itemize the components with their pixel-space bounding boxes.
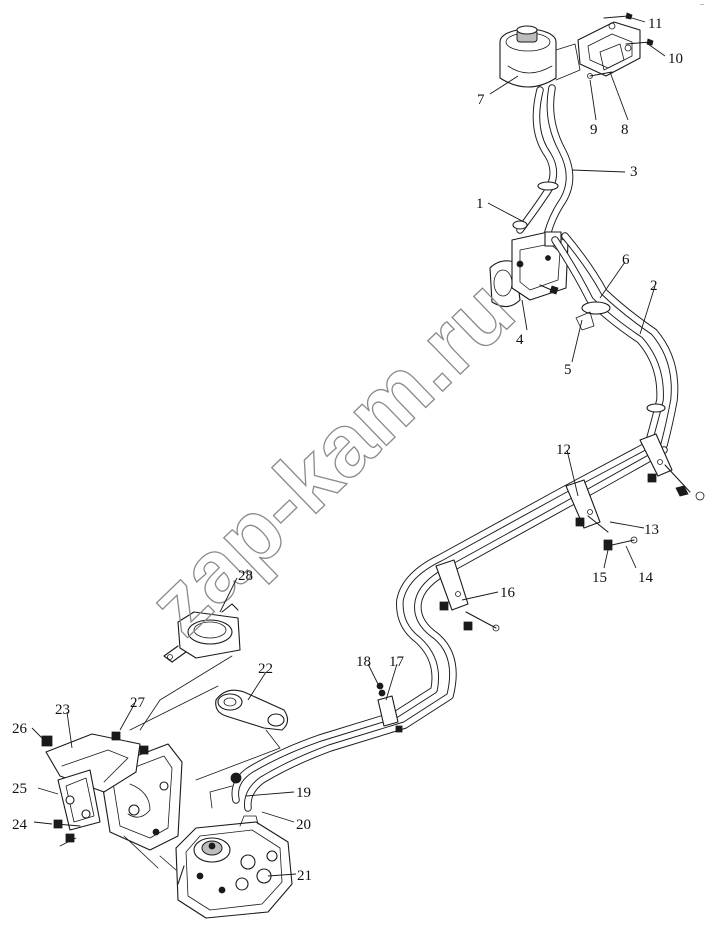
pitman-arm bbox=[215, 689, 289, 731]
callout-19: 19 bbox=[296, 785, 311, 801]
leader-lines bbox=[31, 17, 666, 877]
callout-28: 28 bbox=[238, 568, 253, 584]
hose-clamp bbox=[163, 603, 241, 663]
callout-24: 24 bbox=[12, 817, 28, 833]
callout-16: 16 bbox=[500, 585, 516, 601]
callout-1: 1 bbox=[476, 196, 484, 212]
corner-mark: ¯ bbox=[699, 4, 704, 12]
callout-25: 25 bbox=[12, 781, 27, 797]
callout-9: 9 bbox=[590, 122, 598, 138]
callout-18: 18 bbox=[356, 654, 371, 670]
reservoir-tank bbox=[499, 25, 581, 88]
callout-4: 4 bbox=[516, 332, 524, 348]
callout-12: 12 bbox=[556, 442, 571, 458]
tube-clamp-16 bbox=[435, 559, 500, 632]
tube-clamp-upper bbox=[639, 433, 705, 501]
callout-13: 13 bbox=[644, 522, 659, 538]
callout-27: 27 bbox=[130, 695, 146, 711]
callout-5: 5 bbox=[564, 362, 572, 378]
callout-3: 3 bbox=[630, 164, 638, 180]
callout-21: 21 bbox=[297, 868, 312, 884]
exploded-guide-lines bbox=[59, 655, 281, 871]
callout-11: 11 bbox=[648, 16, 662, 32]
pump-flange bbox=[489, 231, 569, 308]
callout-6: 6 bbox=[622, 252, 630, 268]
watermark: zap-kam.ru bbox=[129, 260, 532, 654]
tube-clamp-12 bbox=[565, 479, 638, 551]
callout-2: 2 bbox=[650, 278, 658, 294]
callout-22: 22 bbox=[258, 661, 273, 677]
steel-tubes bbox=[230, 441, 668, 812]
callout-7: 7 bbox=[477, 92, 485, 108]
callout-20: 20 bbox=[296, 817, 311, 833]
tube-clamp-17 bbox=[376, 682, 403, 733]
steering-gear bbox=[175, 815, 293, 919]
callout-23: 23 bbox=[55, 702, 70, 718]
bracket-plate bbox=[41, 731, 149, 843]
callout-15: 15 bbox=[592, 570, 607, 586]
callout-17: 17 bbox=[389, 654, 405, 670]
reservoir-bracket bbox=[577, 12, 654, 79]
callout-14: 14 bbox=[638, 570, 654, 586]
callout-10: 10 bbox=[668, 51, 683, 67]
callout-8: 8 bbox=[621, 122, 629, 138]
callout-labels: 1 2 3 4 5 6 7 8 9 10 11 12 13 14 15 16 1… bbox=[12, 16, 683, 884]
pressure-hose bbox=[551, 232, 679, 449]
callout-26: 26 bbox=[12, 721, 28, 737]
suction-hose bbox=[512, 84, 574, 236]
